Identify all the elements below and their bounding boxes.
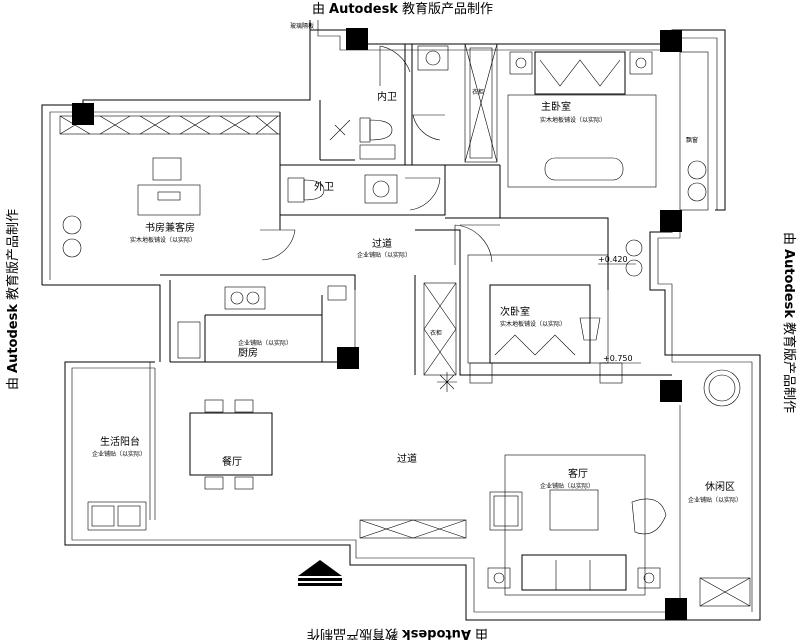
study-shelf-hatch [59,115,279,135]
floor-note-master-bedroom: 实木地板铺设（以实际） [540,116,606,124]
room-label-living-room: 客厅 [568,467,588,480]
wardrobe-label-master: 衣柜 [472,88,484,96]
wardrobe-label: 衣柜 [430,329,442,337]
watermark-left: 由Autodesk教育版产品制作 [5,209,21,390]
plant-icon [437,372,457,392]
interior-walls [149,44,681,598]
room-label-leisure-area: 休闲区 [705,480,735,493]
svg-text:由Autodesk教育版产品制作: 由Autodesk教育版产品制作 [781,232,797,413]
glass-partition-note: 玻璃隔板 [290,22,314,30]
room-label-corridor-lower: 过道 [397,452,417,465]
cabinets: 衣柜 衣柜 [59,43,751,607]
floor-note-utility-balcony: 企业铺贴（以实际） [92,450,146,458]
floor-note-study: 实木地板铺设（以实际） [130,236,196,244]
living-furniture [487,454,667,596]
room-label-utility-balcony: 生活阳台 [100,435,140,448]
dining-table [189,399,273,490]
level-marker-upper: +0.420 [598,255,628,264]
curtain-label: 飘窗 [686,136,698,144]
floor-note-second-bedroom: 实木地板铺设（以实际） [500,320,566,328]
svg-text:由Autodesk教育版产品制作: 由Autodesk教育版产品制作 [5,209,21,390]
floor-note-leisure-area: 企业铺贴（以实际） [688,496,742,504]
door-swings [260,45,500,265]
room-label-kitchen: 厨房 [238,346,258,359]
room-label-master-bedroom: 主卧室 [541,100,571,113]
level-marker-lower: +0.750 [603,354,633,363]
balcony-sink [87,501,147,531]
exterior-walls [41,20,761,621]
svg-text:由Autodesk教育版产品制作: 由Autodesk教育版产品制作 [307,626,488,640]
room-label-study: 书房兼客房 [145,221,195,234]
floor-note-living-room: 企业铺贴（以实际） [540,482,594,490]
kitchen-fixtures [177,285,356,362]
entrance-arrow-icon [298,560,342,586]
master-bed [507,51,657,188]
leisure-furniture [703,369,741,407]
room-label-outer-bath: 外卫 [314,181,334,193]
floor-note-kitchen: 企业铺贴（以实际） [238,339,292,347]
master-armchairs [687,160,707,202]
floor-note-corridor-upper: 企业铺贴（以实际） [357,251,411,259]
outer-bath-fixtures [287,174,398,204]
study-desk [62,157,201,258]
structural-columns [72,28,687,620]
room-label-second-bedroom: 次卧室 [500,305,530,318]
watermark-bottom: 由Autodesk教育版产品制作 [307,626,488,640]
svg-text:由Autodesk教育版产品制作: 由Autodesk教育版产品制作 [312,1,493,17]
room-label-corridor-upper: 过道 [372,237,392,250]
room-label-inner-bath: 内卫 [377,90,397,103]
room-label-dining: 餐厅 [222,455,242,468]
watermark-right: 由Autodesk教育版产品制作 [781,232,797,413]
inner-bath-fixtures [329,45,449,160]
